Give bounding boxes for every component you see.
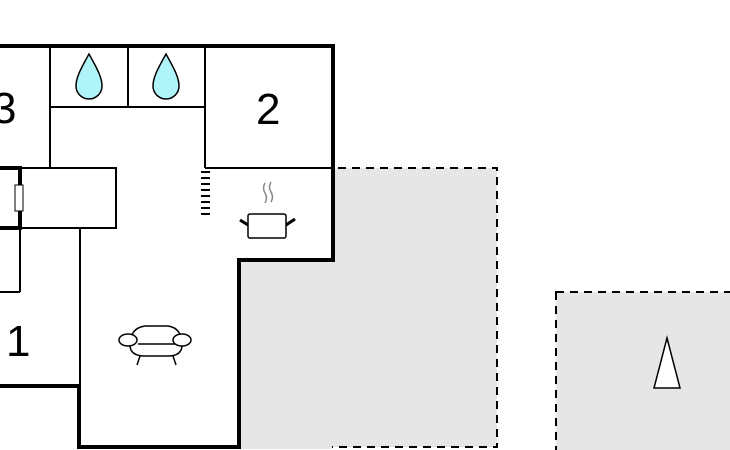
- outer-walls: [0, 44, 335, 449]
- water-drop-icon: [75, 52, 103, 100]
- outdoor-area: [555, 291, 730, 450]
- house-floor: [0, 46, 333, 447]
- stairs-icon: [201, 171, 210, 215]
- water-drop-icon: [152, 52, 180, 100]
- room-label-3: 3: [0, 84, 16, 133]
- inner-walls: [0, 46, 333, 386]
- door-icon: [14, 184, 24, 212]
- armchair-icon: [118, 325, 192, 366]
- cooking-pot-icon: [239, 181, 296, 239]
- room-label-2: 2: [256, 85, 280, 134]
- room-label-1: 1: [6, 317, 30, 366]
- tent-icon: [653, 335, 681, 389]
